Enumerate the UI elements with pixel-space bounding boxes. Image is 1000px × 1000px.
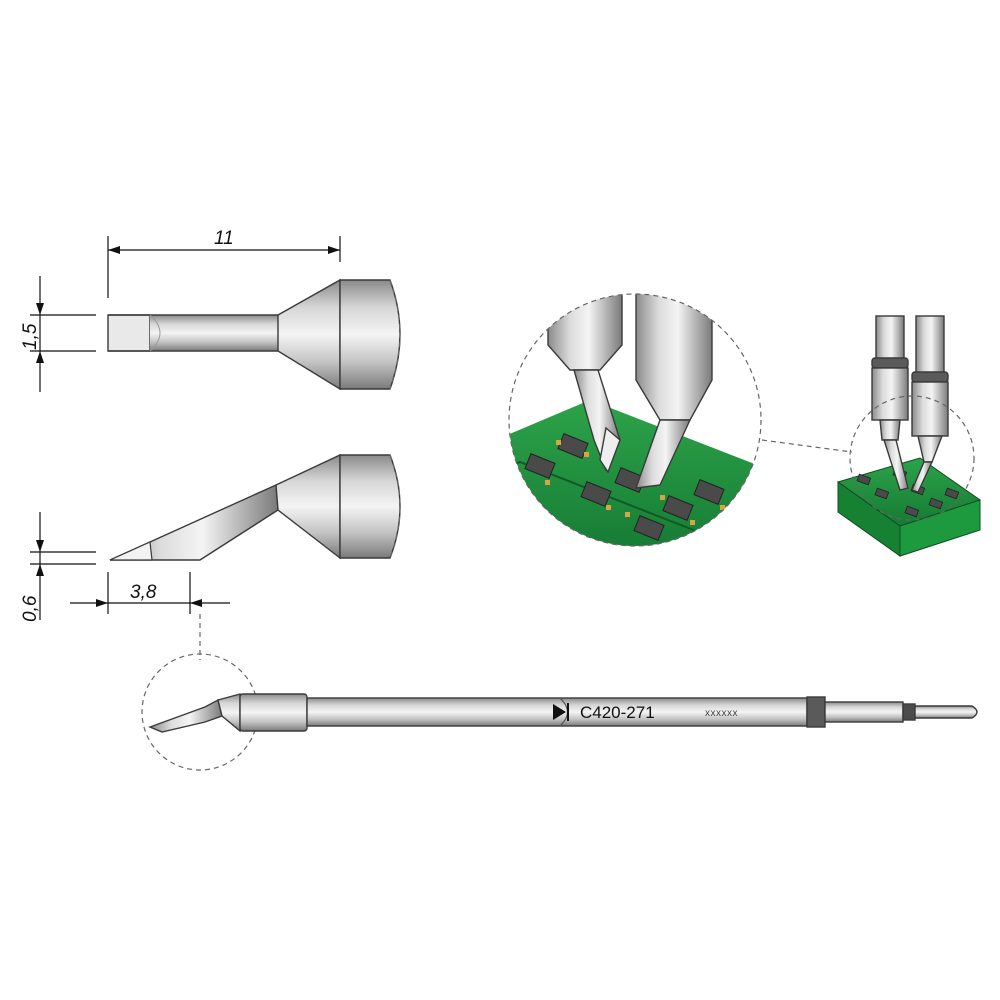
dimension-height-label: 1,5 xyxy=(20,323,41,350)
part-code: C420-271 xyxy=(580,703,655,722)
cartridge-full-view: C420-271 xxxxxx xyxy=(141,653,978,771)
dimension-height: 1,5 xyxy=(20,276,96,392)
board-overview-illustration xyxy=(836,315,982,557)
dimension-length: 11 xyxy=(107,228,341,298)
dimension-tip-thickness-label: 0,6 xyxy=(20,595,41,622)
dimension-bend-length-label: 3,8 xyxy=(130,582,157,603)
dimension-bend-length: 3,8 xyxy=(70,572,230,660)
dimension-tip-thickness: 0,6 xyxy=(20,512,96,622)
direction-arrow-icon xyxy=(553,703,569,721)
zoom-detail-illustration xyxy=(508,293,853,547)
part-serial: xxxxxx xyxy=(705,708,738,719)
top-view-tip xyxy=(107,278,401,391)
dimension-length-label: 11 xyxy=(214,228,234,249)
side-view-tip xyxy=(109,453,401,561)
